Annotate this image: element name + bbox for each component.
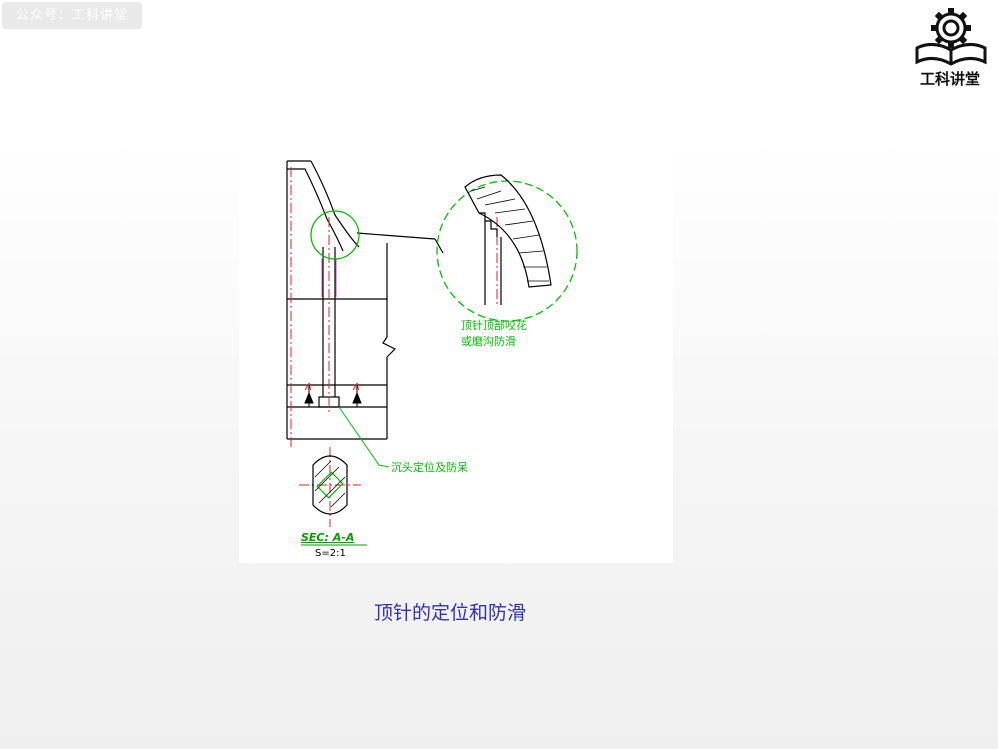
section-marker-right: A — [352, 382, 360, 393]
watermark-badge: 公众号：工科讲堂 — [2, 2, 142, 29]
cad-drawing: A A 顶针顶部咬花 或磨沟防滑 沉头定位及防呆 — [286, 160, 578, 559]
section-scale: S=2:1 — [315, 548, 346, 559]
section-marker-left: A — [304, 382, 312, 393]
section-arrows — [304, 385, 362, 407]
logo-text: 工科讲堂 — [919, 70, 980, 88]
section-title: SEC: A-A — [301, 531, 354, 544]
figure-caption: 顶针的定位和防滑 — [373, 602, 526, 624]
section-aa-view — [312, 455, 348, 515]
positioning-note: 沉头定位及防呆 — [391, 460, 468, 474]
detail-view — [436, 174, 578, 322]
positioning-leader — [338, 406, 390, 468]
ejector-pin-drawing: A A 顶针顶部咬花 或磨沟防滑 沉头定位及防呆 — [239, 147, 673, 563]
gear-book-icon — [915, 8, 987, 66]
pin-clearance-mark — [321, 259, 337, 297]
detail-hatching — [470, 186, 549, 282]
detail-note-line2: 或磨沟防滑 — [461, 334, 516, 348]
section-hatching — [314, 460, 346, 508]
mold-section-outline — [286, 160, 444, 440]
detail-note-line1: 顶针顶部咬花 — [461, 318, 527, 332]
brand-logo: 工科讲堂 — [907, 4, 993, 92]
detail-circle-small — [310, 210, 360, 260]
